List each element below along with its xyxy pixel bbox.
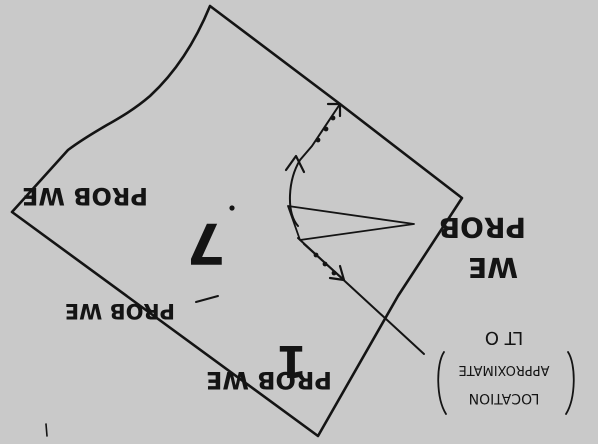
right-zone-label: PROB WE xyxy=(439,211,526,284)
ink-dot xyxy=(229,205,234,210)
left-strip-label: PROB WE xyxy=(65,299,175,323)
location-note-line1: LT O xyxy=(485,327,523,348)
right-zone-line2: WE xyxy=(468,251,518,284)
note-brace xyxy=(438,352,446,414)
upper-left-zone-text: PROB WE xyxy=(22,182,148,210)
left-strip-text: PROB WE xyxy=(65,299,175,323)
location-note-line2: APPROXIMATE xyxy=(459,362,550,377)
stray-mark xyxy=(46,424,47,436)
note-brace-right xyxy=(566,352,574,414)
right-zone-line1: PROB xyxy=(439,211,526,244)
bottom-zone-text: PROB WE xyxy=(206,366,332,394)
location-note-line3: LOCATION xyxy=(469,390,540,406)
upper-left-zone-label: PROB WE xyxy=(22,182,148,210)
triangle-marker xyxy=(288,206,414,240)
upper-left-number-text: 7 xyxy=(187,210,226,275)
location-note: LT O APPROXIMATE LOCATION xyxy=(459,327,550,406)
path-dots xyxy=(314,116,337,276)
bottom-zone-label: PROB WE xyxy=(206,366,332,394)
lower-path-stroke xyxy=(304,244,344,280)
tick-mark-left xyxy=(196,296,218,302)
upper-left-number: 7 xyxy=(187,210,226,275)
